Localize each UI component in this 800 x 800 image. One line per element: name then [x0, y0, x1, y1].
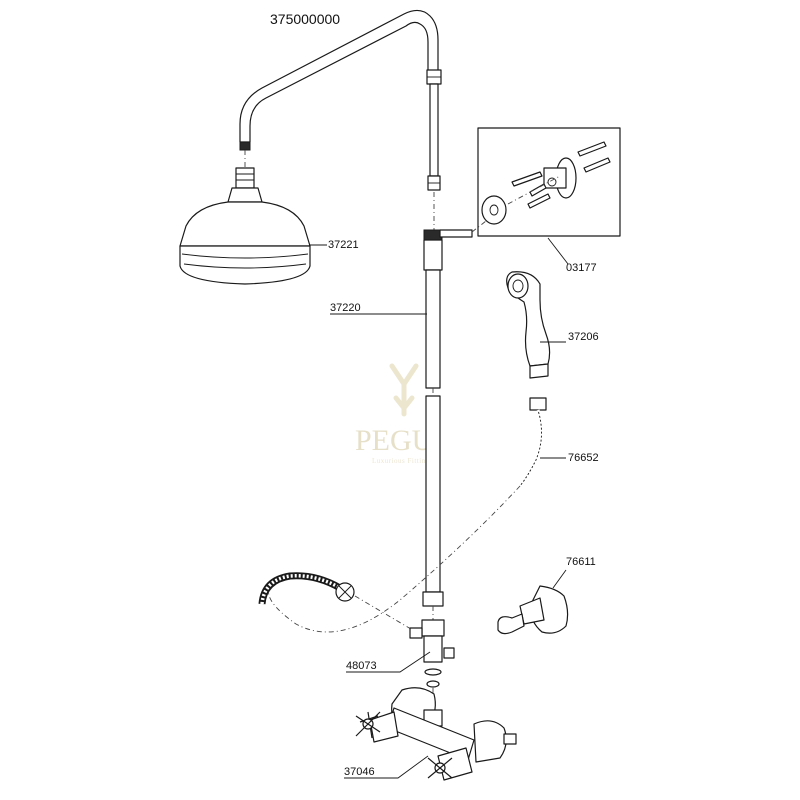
label-76652: 76652 [568, 452, 599, 464]
shower-head [179, 141, 311, 285]
assembly-line-hose [354, 595, 417, 633]
lower-riser-tube [422, 395, 444, 607]
leader-03177 [547, 237, 569, 265]
hand-shower [506, 271, 551, 379]
upper-tube [427, 83, 441, 191]
bracket-kit [471, 127, 621, 237]
riser-pipe [423, 229, 473, 389]
shower-arm [239, 9, 439, 143]
mixer-valve [355, 687, 517, 781]
arm-nut [426, 69, 442, 85]
label-37221: 37221 [328, 239, 359, 251]
leader-76611 [552, 569, 567, 589]
diverter-hose [258, 572, 355, 605]
diverter [409, 606, 455, 688]
label-03177: 03177 [566, 262, 597, 274]
leader-37046 [344, 755, 429, 779]
watermark-brand: PEGU [355, 424, 434, 457]
flexible-hose [518, 397, 547, 487]
hose-route-line [268, 485, 521, 633]
watermark-logo: PEGU Luxurious Fittings [355, 363, 434, 465]
assembly-number: 375000000 [270, 11, 340, 27]
label-48073: 48073 [346, 660, 377, 672]
label-37206: 37206 [568, 331, 599, 343]
leader-48073 [346, 651, 431, 673]
label-37220: 37220 [330, 302, 361, 314]
label-76611: 76611 [566, 556, 596, 568]
watermark-tagline: Luxurious Fittings [372, 457, 433, 465]
label-37046: 37046 [344, 766, 375, 778]
wall-holder [497, 585, 569, 635]
